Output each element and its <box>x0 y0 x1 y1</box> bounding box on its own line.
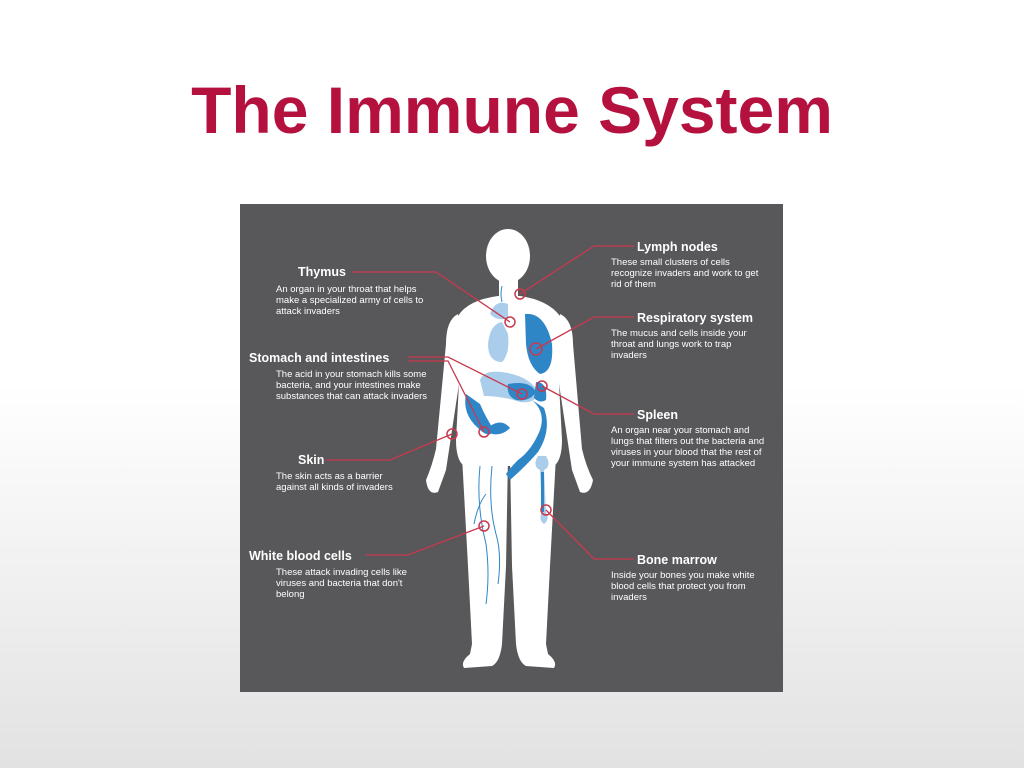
marker-lymph-nodes <box>514 288 526 300</box>
label-wbc-heading: White blood cells <box>249 549 352 563</box>
label-stomach-line-1: The acid in your stomach kills some <box>276 369 426 380</box>
label-thymus: Thymus An organ in your throat that help… <box>276 265 423 317</box>
bone-marrow-shape <box>541 472 544 512</box>
label-thymus-line-3: attack invaders <box>276 306 340 317</box>
leader-stomach-2 <box>408 360 485 433</box>
label-skin-heading: Skin <box>298 453 324 467</box>
label-skin-line-2: against all kinds of invaders <box>276 482 393 493</box>
label-bone-marrow: Bone marrow Inside your bones you make w… <box>611 553 755 603</box>
leader-spleen <box>541 385 634 415</box>
label-respiratory: Respiratory system The mucus and cells i… <box>611 311 753 361</box>
small-intestine-shape <box>490 422 510 435</box>
immune-system-diagram: Thymus An organ in your throat that help… <box>240 204 783 692</box>
left-lung-shape <box>488 322 509 362</box>
label-bone-marrow-heading: Bone marrow <box>637 553 717 567</box>
thymus-shape <box>490 302 508 320</box>
label-spleen-line-3: viruses in your blood that the rest of <box>611 447 762 458</box>
marker-bone-marrow <box>540 504 552 516</box>
label-lymph-line-1: These small clusters of cells <box>611 257 730 268</box>
label-wbc-line-2: viruses and bacteria that don't <box>276 578 403 589</box>
label-thymus-line-2: make a specialized army of cells to <box>276 295 423 306</box>
label-respiratory-line-1: The mucus and cells inside your <box>611 328 747 339</box>
markers <box>446 288 552 532</box>
label-lymph-line-3: rid of them <box>611 279 656 290</box>
label-stomach-line-3: substances that can attack invaders <box>276 391 427 402</box>
label-thymus-heading: Thymus <box>298 265 346 279</box>
label-wbc-line-1: These attack invading cells like <box>276 567 407 578</box>
label-spleen-line-1: An organ near your stomach and <box>611 425 749 436</box>
marker-respiratory <box>529 342 543 356</box>
label-respiratory-heading: Respiratory system <box>637 311 753 325</box>
leader-bone-marrow <box>545 509 634 560</box>
diagram-svg: Thymus An organ in your throat that help… <box>240 204 783 692</box>
label-spleen-heading: Spleen <box>637 408 678 422</box>
lymph-vessel-3 <box>473 493 487 525</box>
label-spleen: Spleen An organ near your stomach and lu… <box>611 408 764 469</box>
marker-spleen <box>536 380 548 392</box>
label-wbc-line-3: belong <box>276 589 305 600</box>
leader-stomach-1 <box>408 356 523 395</box>
lymph-vessel-2 <box>490 465 501 585</box>
leader-white-blood-cells <box>366 525 485 556</box>
leader-skin <box>326 433 453 461</box>
label-spleen-line-4: your immune system has attacked <box>611 458 755 469</box>
label-stomach: Stomach and intestines The acid in your … <box>249 351 427 402</box>
label-respiratory-line-3: invaders <box>611 350 647 361</box>
label-lymph-line-2: recognize invaders and work to get <box>611 268 759 279</box>
leader-lymph-nodes <box>519 245 634 295</box>
marker-thymus <box>504 316 516 328</box>
label-bone-marrow-line-1: Inside your bones you make white <box>611 570 755 581</box>
label-white-blood-cells: White blood cells These attack invading … <box>249 549 407 600</box>
stomach-shape <box>507 383 536 401</box>
marker-skin <box>446 428 458 440</box>
label-lymph-nodes: Lymph nodes These small clusters of cell… <box>611 240 759 290</box>
label-spleen-line-2: lungs that filters out the bacteria and <box>611 436 764 447</box>
label-skin-line-1: The skin acts as a barrier <box>276 471 383 482</box>
leader-lines <box>326 245 634 560</box>
marker-white-blood-cells <box>478 520 490 532</box>
label-bone-marrow-line-3: invaders <box>611 592 647 603</box>
label-stomach-line-2: bacteria, and your intestines make <box>276 380 421 391</box>
label-bone-marrow-line-2: blood cells that protect you from <box>611 581 746 592</box>
leader-respiratory <box>535 316 634 350</box>
large-intestine-left <box>465 394 494 435</box>
marker-intestines <box>478 426 490 438</box>
slide-title: The Immune System <box>191 73 833 147</box>
label-stomach-heading: Stomach and intestines <box>249 351 389 365</box>
label-skin: Skin The skin acts as a barrier against … <box>276 453 393 493</box>
label-lymph-heading: Lymph nodes <box>637 240 718 254</box>
organs <box>465 285 553 605</box>
neck-vessel <box>500 285 503 303</box>
large-intestine-right <box>506 400 547 480</box>
lymph-vessel-1 <box>478 465 489 605</box>
label-respiratory-line-2: throat and lungs work to trap <box>611 339 731 350</box>
leader-thymus <box>352 271 511 323</box>
marker-stomach <box>516 388 528 400</box>
label-thymus-line-1: An organ in your throat that helps <box>276 284 417 295</box>
